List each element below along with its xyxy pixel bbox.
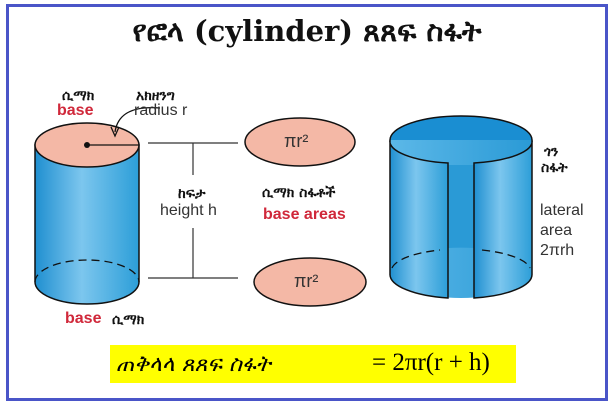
base-areas-label-am: ሲማክ ስፋቶች (262, 185, 336, 201)
total-surface-area-formula: ጠቅላላ ጸጸፍ ስፋት = 2πr(r + h) (110, 345, 516, 383)
top-base-area-ellipse (244, 117, 356, 167)
lateral-label-am-2: ስፋት (541, 160, 568, 176)
formula-label-am: ጠቅላላ ጸጸፍ ስፋት (116, 352, 271, 377)
height-marker (148, 142, 238, 279)
top-base-area-formula: πr² (284, 131, 309, 151)
frame-border (6, 4, 608, 401)
base-top-label-en: base (57, 102, 94, 119)
base-top-label-am: ሲማክ (62, 88, 95, 104)
diagram-title: የፎላ (cylinder) ጸጸፍ ስፋት (132, 14, 482, 48)
bottom-base-area-formula: πr² (294, 271, 319, 291)
radius-label-en: radius r (134, 102, 188, 119)
height-label-en: height h (160, 202, 217, 219)
lateral-label-en-2: area (540, 222, 573, 239)
lateral-surface-cylinder (389, 115, 533, 299)
left-cylinder (34, 106, 161, 305)
formula-expression: = 2πr(r + h) (372, 349, 490, 376)
bottom-base-area-ellipse (253, 257, 367, 307)
lateral-label-am-1: ጎን (544, 144, 559, 160)
radius-label-am: አክዘንግ (136, 88, 175, 104)
lateral-label-en-1: lateral (540, 202, 584, 219)
base-bottom-label-am: ሲማክ (112, 312, 145, 328)
base-areas-label-en: base areas (263, 206, 346, 223)
radius-pointer (114, 106, 161, 133)
height-label-am: ከፍታ (178, 186, 206, 202)
base-bottom-label-en: base (65, 310, 102, 327)
lateral-area-formula: 2πrh (540, 242, 575, 259)
